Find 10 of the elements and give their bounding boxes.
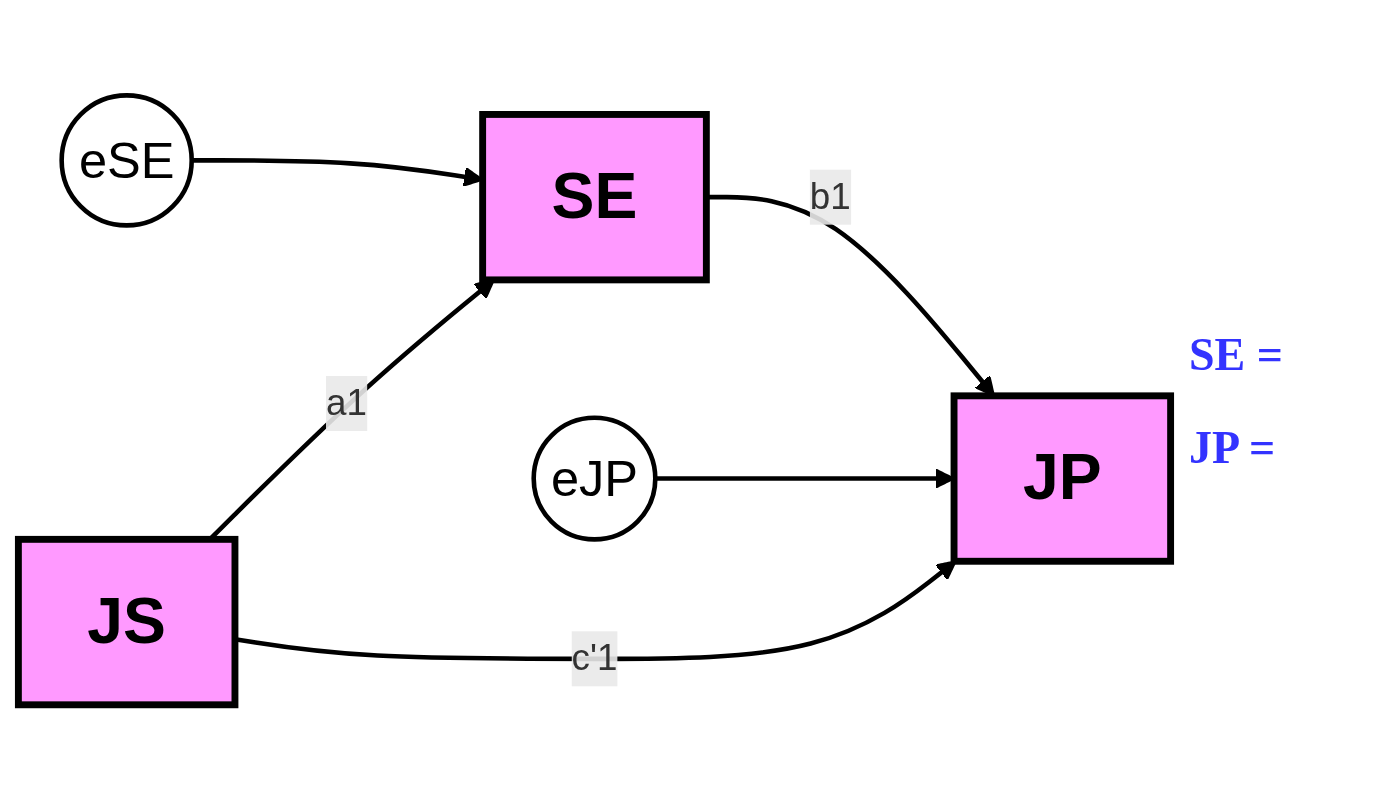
- edge-label: c'1: [571, 638, 618, 678]
- edge-label: b1: [809, 176, 851, 216]
- node-box: JP: [950, 392, 1175, 566]
- equation-label: JP =: [1189, 420, 1277, 474]
- node-box: SE: [479, 111, 710, 284]
- node-circle: eSE: [59, 93, 194, 229]
- edge-label: a1: [325, 383, 367, 423]
- equation-label: SE =: [1189, 327, 1284, 381]
- node-circle: eJP: [531, 415, 658, 543]
- node-box: JS: [14, 536, 239, 709]
